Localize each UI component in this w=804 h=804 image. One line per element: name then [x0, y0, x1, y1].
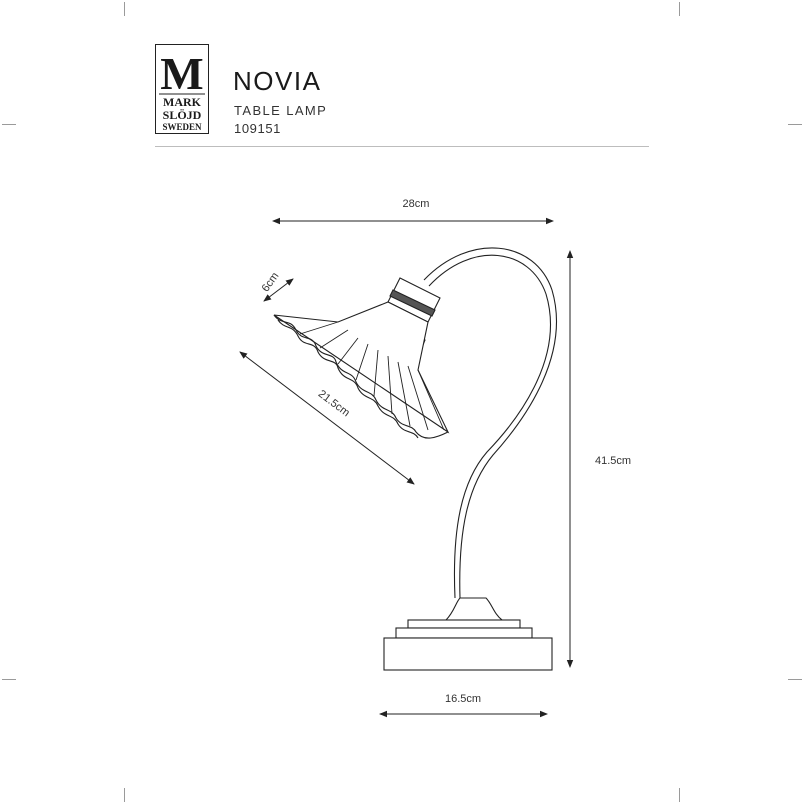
lamp-arm — [423, 247, 557, 599]
crop-mark — [679, 2, 680, 16]
dim-shade-diameter-label: 21.5cm — [316, 388, 352, 419]
dim-shade-depth-line — [263, 278, 294, 302]
logo-line-sweden: SWEDEN — [162, 122, 202, 132]
dim-height-label: 41.5cm — [595, 455, 631, 467]
crop-mark — [679, 788, 680, 802]
crop-mark — [124, 788, 125, 802]
logo-line-slojd: SLÖJD — [163, 108, 202, 122]
dim-shade-diameter-line — [239, 351, 415, 485]
logo-letter: M — [160, 48, 203, 99]
lamp-shade — [273, 301, 450, 439]
crop-mark — [788, 124, 802, 125]
dim-base-label: 16.5cm — [445, 693, 481, 705]
product-name: NOVIA — [233, 66, 322, 96]
crop-mark — [2, 124, 16, 125]
crop-mark — [788, 679, 802, 680]
crop-mark — [124, 2, 125, 16]
crop-mark — [2, 679, 16, 680]
brand-logo: M MARK SLÖJD SWEDEN — [155, 44, 209, 134]
dim-width-label: 28cm — [403, 198, 430, 210]
lamp-base — [383, 597, 553, 671]
logo-line-mark: MARK — [163, 95, 202, 109]
product-type: TABLE LAMP — [234, 103, 328, 118]
product-code: 109151 — [234, 121, 281, 136]
header-divider — [155, 146, 649, 147]
spec-header: M MARK SLÖJD SWEDEN NOVIA TABLE LAMP 109… — [0, 0, 804, 150]
